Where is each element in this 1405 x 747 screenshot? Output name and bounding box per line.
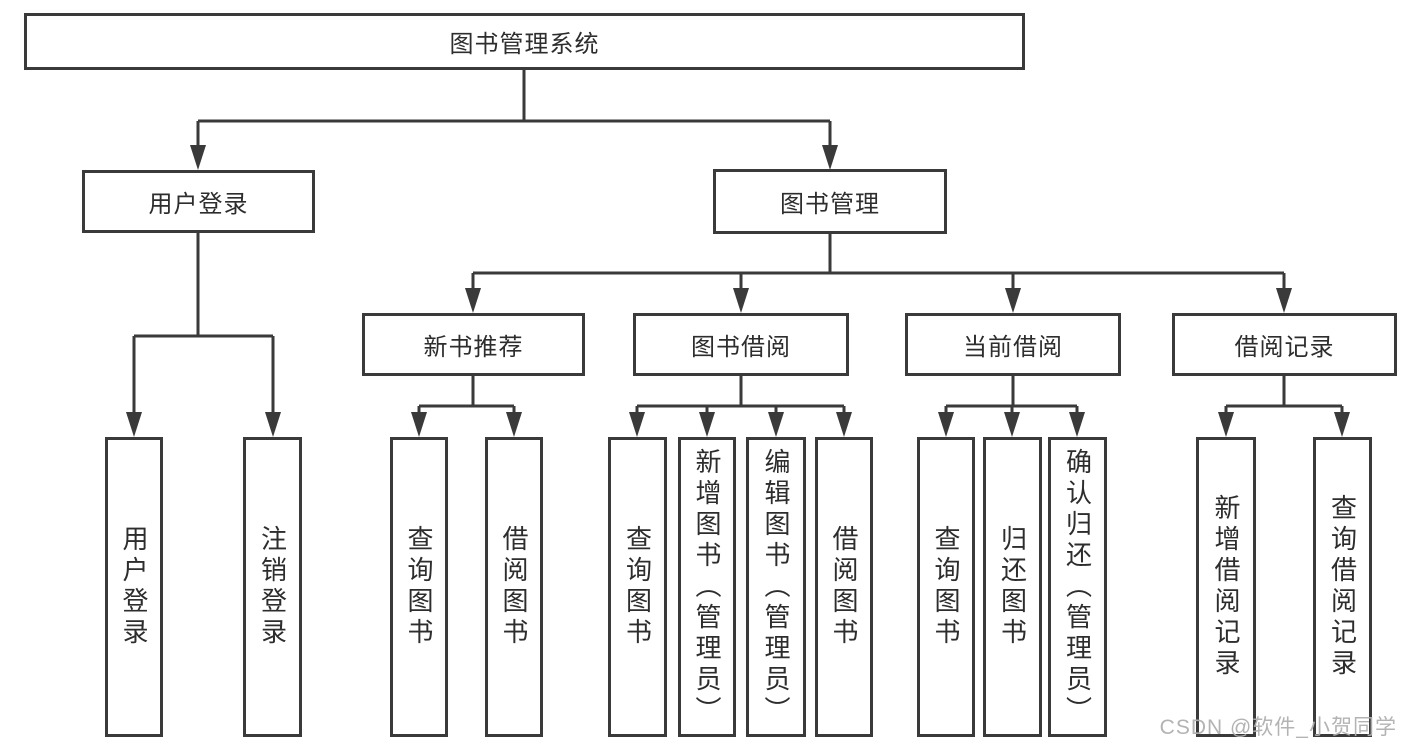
node-library-system: 图书管理系统 (24, 13, 1025, 70)
leaf-edit-book-admin: 编辑图书（管理员） (746, 437, 806, 737)
leaf-add-book-admin: 新增图书（管理员） (678, 437, 736, 737)
leaf-confirm-return-admin: 确认归还（管理员） (1048, 437, 1107, 737)
node-book-borrowing: 图书借阅 (633, 313, 849, 376)
leaf-query-books-borrowing: 查询图书 (608, 437, 667, 737)
leaf-add-borrow-record: 新增借阅记录 (1196, 437, 1256, 737)
leaf-logout: 注销登录 (243, 437, 302, 737)
leaf-borrow-books-recommend: 借阅图书 (485, 437, 543, 737)
watermark: CSDN @软件_小贺同学 (1159, 716, 1397, 739)
leaf-user-login: 用户登录 (105, 437, 163, 737)
leaf-borrow-books-borrowing: 借阅图书 (815, 437, 873, 737)
node-user-login: 用户登录 (82, 170, 315, 233)
node-book-management: 图书管理 (713, 169, 947, 234)
leaf-query-borrow-record: 查询借阅记录 (1313, 437, 1372, 737)
node-borrowing-records: 借阅记录 (1172, 313, 1397, 376)
leaf-query-books-current: 查询图书 (917, 437, 975, 737)
node-new-book-recommendation: 新书推荐 (362, 313, 585, 376)
node-current-borrowing: 当前借阅 (905, 313, 1121, 376)
leaf-query-books-recommend: 查询图书 (390, 437, 448, 737)
leaf-return-book: 归还图书 (983, 437, 1042, 737)
